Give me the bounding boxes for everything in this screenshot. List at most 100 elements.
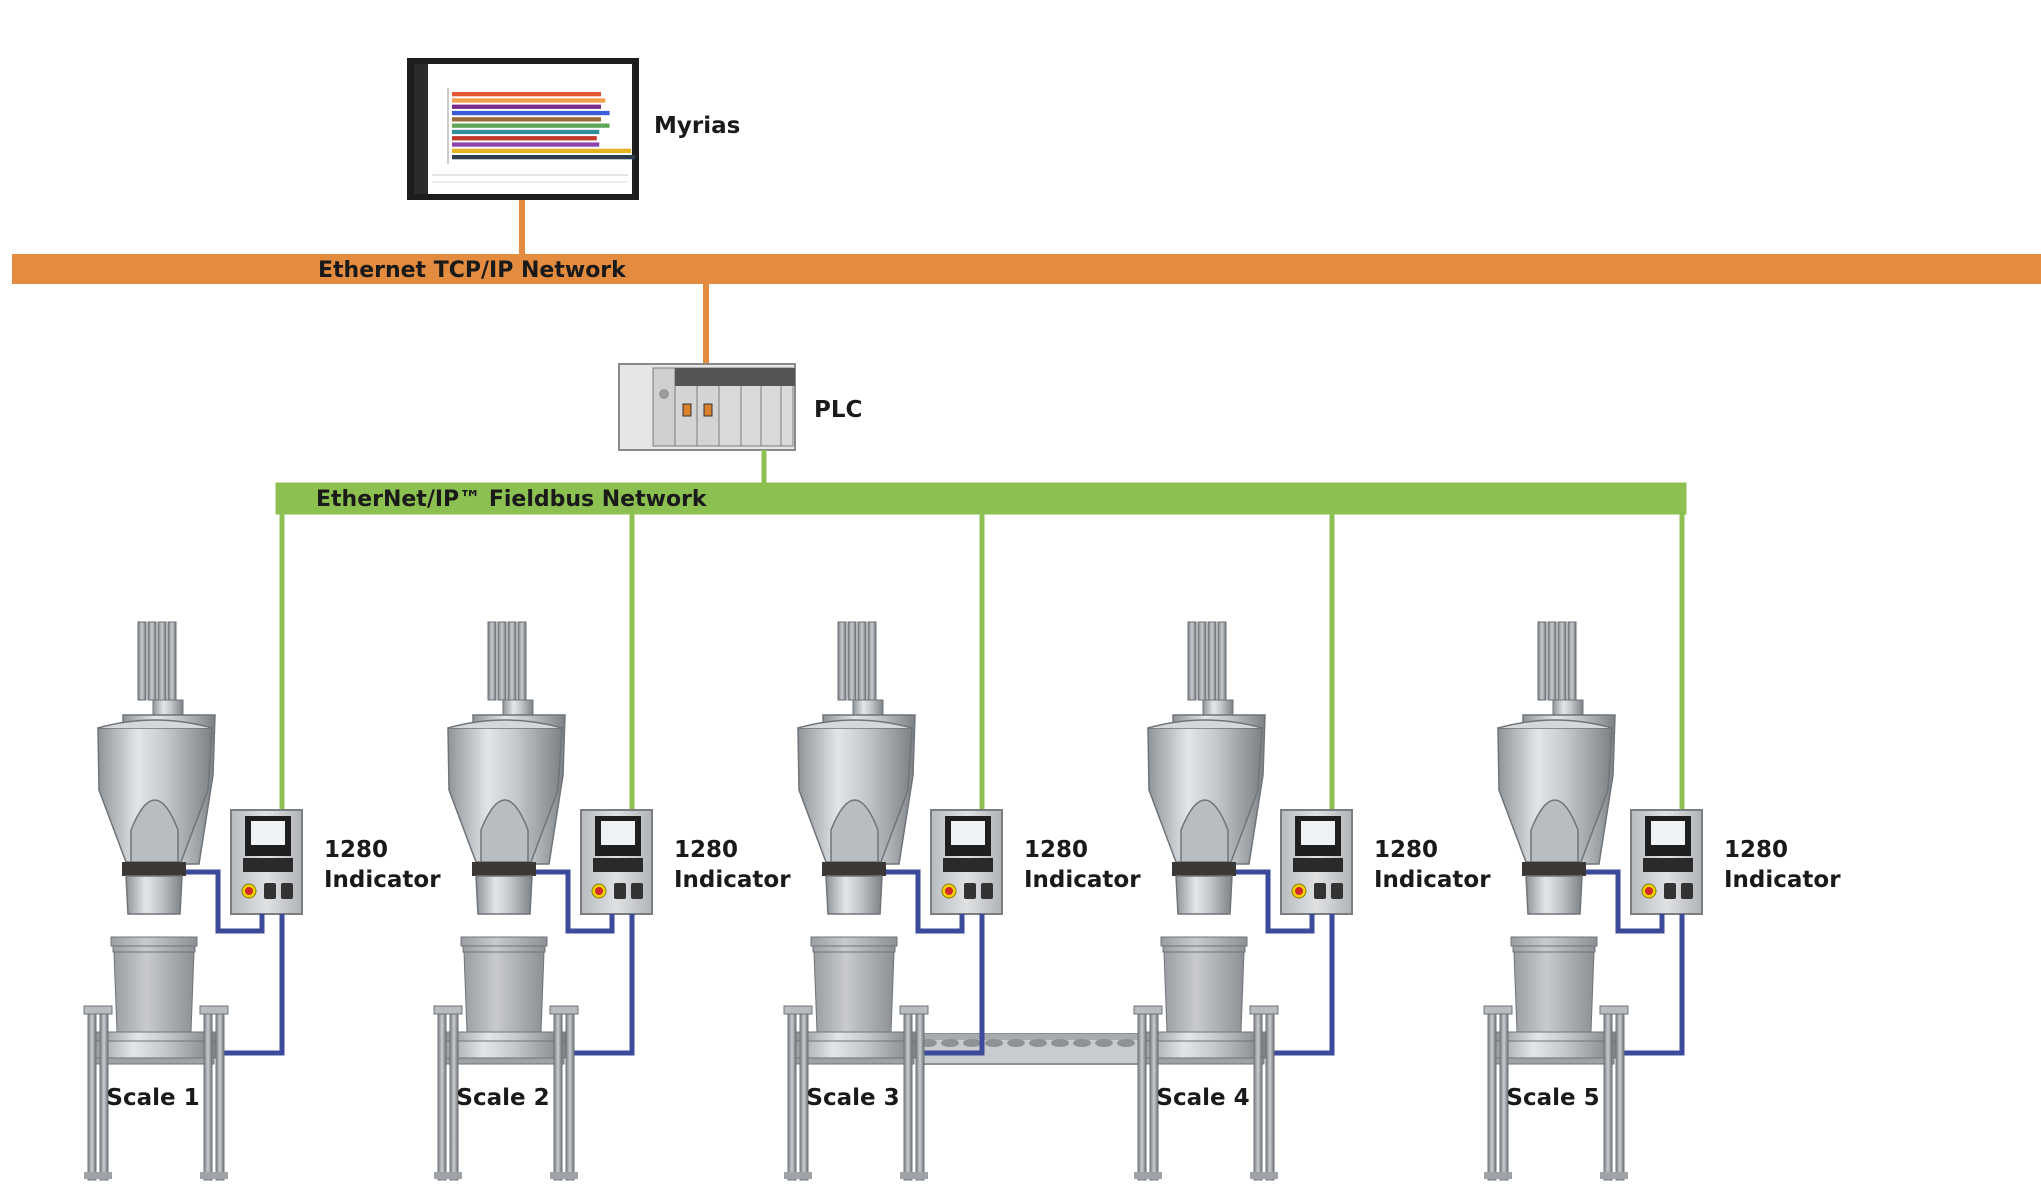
hopper-chute: [480, 799, 529, 863]
bucket: [1513, 951, 1595, 1033]
stop-button: [281, 883, 293, 899]
feed-pipe: [857, 621, 867, 701]
feed-pipe: [847, 621, 857, 701]
indicator-label: Indicator: [1374, 867, 1491, 893]
pipe-collar: [152, 699, 184, 716]
feed-pipe: [507, 621, 517, 701]
hopper-chute: [830, 799, 879, 863]
conveyor-roller: [985, 1039, 1003, 1047]
pipe-collar: [1202, 699, 1234, 716]
feed-pipe: [167, 621, 177, 701]
hopper-chute: [1180, 799, 1229, 863]
hopper-gate: [1522, 862, 1586, 876]
feed-pipe: [837, 621, 847, 701]
stand-leg: [903, 1011, 913, 1181]
monitor-bar: [452, 104, 601, 109]
monitor-bar: [452, 110, 610, 116]
bucket-rim: [810, 936, 898, 947]
stand-leg: [437, 1011, 447, 1181]
feed-pipe: [487, 621, 497, 701]
pipe-collar: [502, 699, 534, 716]
feed-pipe: [1207, 621, 1217, 701]
bucket-rim: [1160, 936, 1248, 947]
monitor-bar: [452, 123, 610, 128]
conveyor-roller: [1007, 1039, 1025, 1047]
stand-leg: [915, 1011, 925, 1181]
indicator-label: Indicator: [1024, 867, 1141, 893]
plc-rack: [618, 363, 796, 451]
ethernet-network-bar: [12, 254, 2041, 284]
monitor-bar: [452, 155, 636, 160]
bucket: [113, 951, 195, 1033]
scale-cable: [1266, 914, 1335, 1056]
feed-pipe: [147, 621, 157, 701]
feed-pipe: [1217, 621, 1227, 701]
pipe-collar: [852, 699, 884, 716]
conveyor-roller: [1117, 1039, 1135, 1047]
feed-pipe: [1197, 621, 1207, 701]
scale-cable: [216, 914, 285, 1056]
scale-cable: [566, 914, 635, 1056]
scale-platform: [1495, 1031, 1617, 1042]
monitor-bar: [452, 129, 600, 135]
start-button: [964, 883, 976, 899]
ethernet-network-label: Ethernet TCP/IP Network: [318, 258, 627, 283]
conveyor-roller: [1029, 1039, 1047, 1047]
stop-button: [981, 883, 993, 899]
monitor-bar: [452, 98, 606, 103]
myrias-label: Myrias: [654, 113, 740, 139]
start-button: [264, 883, 276, 899]
feed-pipe: [1547, 621, 1557, 701]
monitor-bar: [452, 148, 632, 153]
indicator-model-label: 1280: [674, 837, 738, 863]
start-button: [614, 883, 626, 899]
bucket: [813, 951, 895, 1033]
hopper-cable: [1586, 869, 1665, 934]
fieldbus-network-label: EtherNet/IP™ Fieldbus Network: [316, 487, 708, 512]
indicator-keypad: [593, 858, 643, 872]
scale-label: Scale 5: [1506, 1085, 1599, 1111]
hopper-gate: [122, 862, 186, 876]
stand-leg: [787, 1011, 797, 1181]
scale-label: Scale 1: [106, 1085, 199, 1111]
stand-leg: [553, 1011, 563, 1181]
stand-leg: [215, 1011, 225, 1181]
bucket: [1163, 951, 1245, 1033]
stand-leg: [1253, 1011, 1263, 1181]
hopper-cable: [886, 869, 965, 934]
hopper-chute: [1530, 799, 1579, 863]
hopper-gate: [1172, 862, 1236, 876]
stand-leg: [1615, 1011, 1625, 1181]
monitor-bar: [452, 136, 597, 141]
conveyor-roller: [1073, 1039, 1091, 1047]
start-button: [1664, 883, 1676, 899]
conveyor-roller: [941, 1039, 959, 1047]
pipe-collar: [1552, 699, 1584, 716]
feed-pipe: [137, 621, 147, 701]
myrias-monitor: [407, 58, 639, 200]
hopper-cable: [1236, 869, 1315, 934]
feed-pipe: [1537, 621, 1547, 701]
monitor-bar: [452, 142, 600, 147]
feed-pipe: [1187, 621, 1197, 701]
monitor-bar: [452, 117, 601, 122]
fieldbus-band: [278, 485, 1684, 512]
scale-label: Scale 4: [1156, 1085, 1249, 1111]
stand-leg: [1265, 1011, 1275, 1181]
feed-pipe: [497, 621, 507, 701]
roller-conveyor: [917, 1033, 1143, 1065]
feed-pipe: [1557, 621, 1567, 701]
bucket-rim: [460, 936, 548, 947]
stand-leg: [1137, 1011, 1147, 1181]
feed-pipe: [517, 621, 527, 701]
monitor-bar-chart: [447, 88, 636, 164]
start-button: [1314, 883, 1326, 899]
indicator-keypad: [1643, 858, 1693, 872]
scale-platform: [1145, 1031, 1267, 1042]
scale-label: Scale 2: [456, 1085, 549, 1111]
scale-platform: [795, 1031, 917, 1042]
